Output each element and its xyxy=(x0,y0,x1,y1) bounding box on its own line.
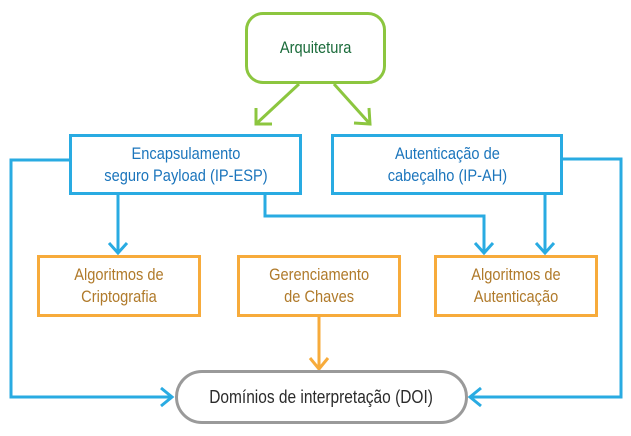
node-ip-esp-line2: seguro Payload (IP-ESP) xyxy=(103,165,268,185)
node-doi-label: Domínios de interpretação (DOI) xyxy=(209,387,434,407)
edge-esp-doi xyxy=(9,158,175,408)
edge-root-esp xyxy=(254,82,301,126)
edge-root-ah xyxy=(332,82,372,126)
node-arquitetura-label: Arquitetura xyxy=(279,38,352,57)
node-doi: Domínios de interpretação (DOI) xyxy=(175,370,468,424)
node-ip-ah-line1: Autenticação de xyxy=(394,143,500,163)
node-ip-ah: Autenticação de cabeçalho (IP-AH) xyxy=(331,134,563,195)
edge-esp-auth xyxy=(263,195,495,256)
node-auth-line1: Algoritmos de xyxy=(471,265,561,284)
node-algoritmos-autenticacao: Algoritmos de Autenticação xyxy=(434,255,598,317)
node-keys-line1: Gerenciamento xyxy=(269,265,369,284)
node-ip-esp: Encapsulamento seguro Payload (IP-ESP) xyxy=(69,134,302,195)
node-ip-esp-line1: Encapsulamento xyxy=(131,143,240,163)
node-arquitetura: Arquitetura xyxy=(245,12,386,84)
node-algoritmos-criptografia: Algoritmos de Criptografia xyxy=(37,255,201,317)
node-auth-line2: Autenticação xyxy=(473,287,559,306)
node-crypto-line2: Criptografia xyxy=(81,287,157,306)
node-gerenciamento-chaves: Gerenciamento de Chaves xyxy=(237,255,401,317)
node-keys-line2: de Chaves xyxy=(284,287,354,306)
node-crypto-line1: Algoritmos de xyxy=(74,265,164,284)
edge-esp-crypto xyxy=(107,195,129,256)
edge-ah-doi xyxy=(467,157,623,408)
edge-ah-auth xyxy=(534,195,556,256)
node-ip-ah-line2: cabeçalho (IP-AH) xyxy=(387,165,507,185)
edge-keys-doi xyxy=(308,317,330,372)
